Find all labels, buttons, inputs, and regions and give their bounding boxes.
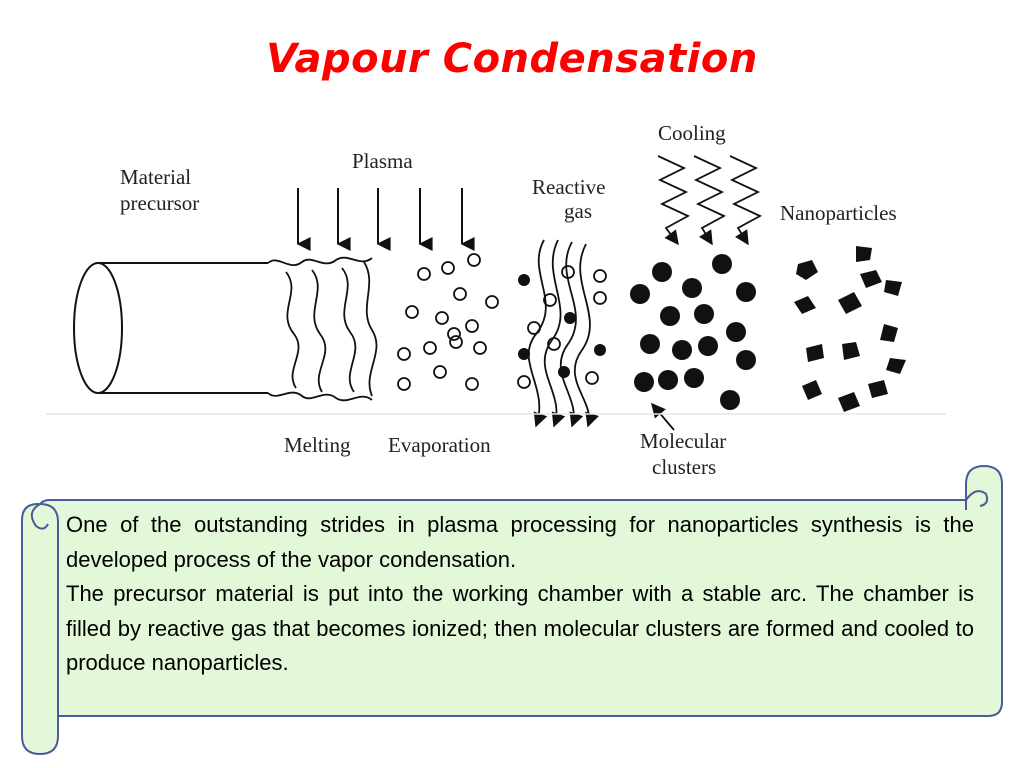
label-gas: gas xyxy=(564,199,592,223)
reactive-gas-arrows xyxy=(527,239,599,428)
precursor-cylinder xyxy=(73,262,268,394)
description-paragraph-1: One of the outstanding strides in plasma… xyxy=(66,512,974,572)
reactive-gas-atoms xyxy=(517,265,607,389)
description-text: One of the outstanding strides in plasma… xyxy=(66,508,974,681)
slide-title: Vapour Condensation xyxy=(266,36,758,82)
vapour-condensation-diagram: Material precursor Plasma Reactive gas C… xyxy=(46,121,946,479)
label-evaporation: Evaporation xyxy=(388,433,491,457)
label-melting: Melting xyxy=(284,433,351,457)
scroll-banner xyxy=(21,464,1003,756)
label-cooling: Cooling xyxy=(658,121,726,145)
cooling-arrows xyxy=(657,155,763,246)
molecular-clusters xyxy=(630,254,756,410)
evaporation-vapour-atoms xyxy=(397,253,499,391)
label-precursor: precursor xyxy=(120,191,199,215)
label-nanoparticles: Nanoparticles xyxy=(780,201,897,225)
nanoparticles xyxy=(794,246,906,412)
label-reactive: Reactive xyxy=(532,175,605,199)
melting-zone xyxy=(267,256,378,402)
label-plasma: Plasma xyxy=(352,149,413,173)
plasma-arrows xyxy=(296,188,475,251)
description-paragraph-2: The precursor material is put into the w… xyxy=(66,581,974,675)
label-material: Material xyxy=(120,165,191,189)
molecular-clusters-pointer xyxy=(651,402,675,431)
label-molecular: Molecular xyxy=(640,429,726,453)
label-clusters: clusters xyxy=(652,455,716,479)
